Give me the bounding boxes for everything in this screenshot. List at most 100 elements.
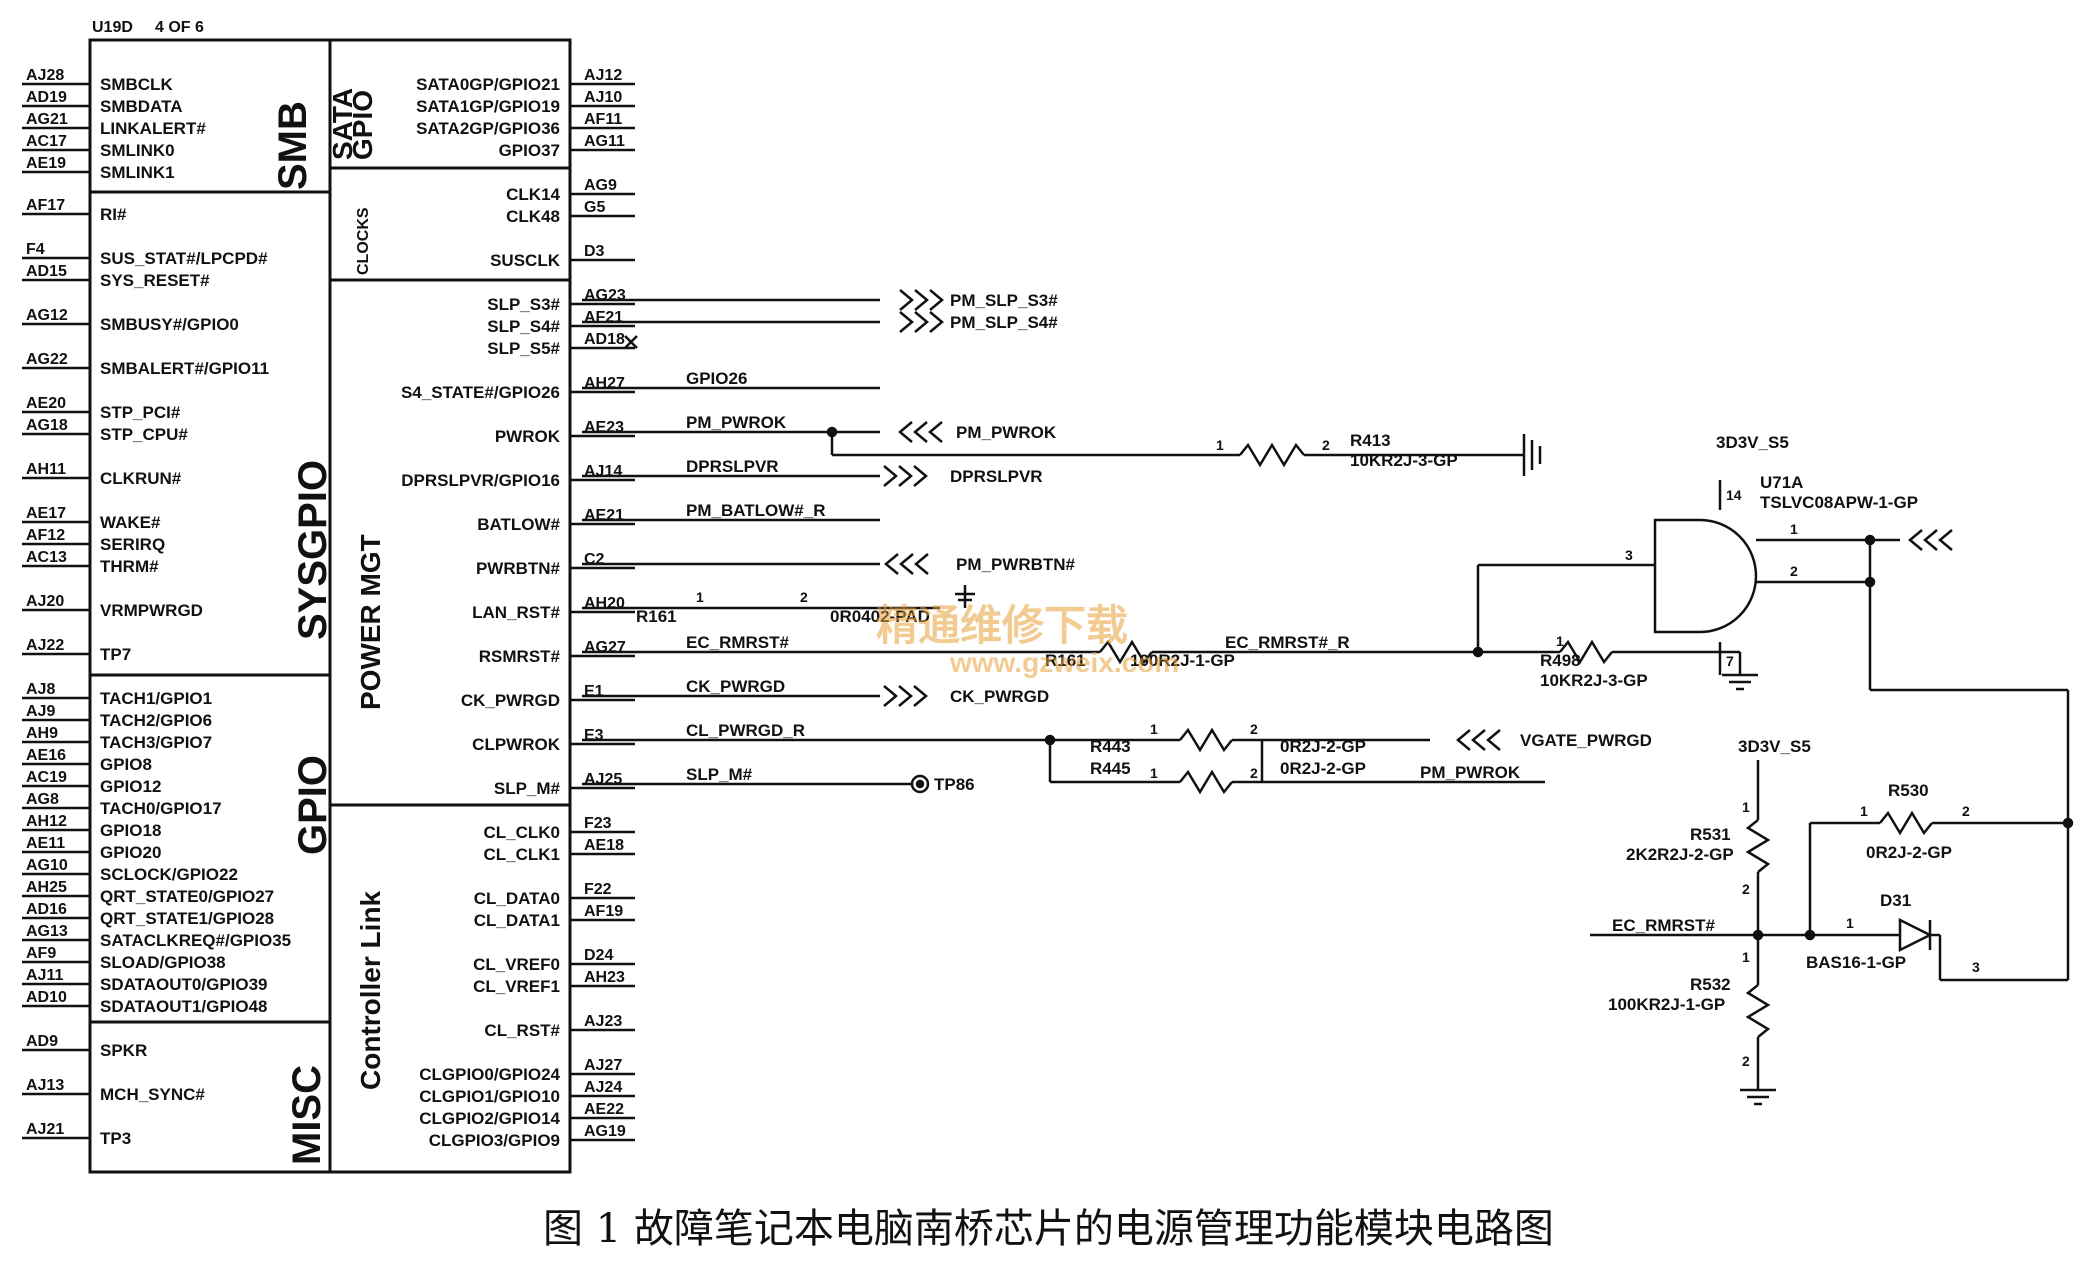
pin-ball: AG9: [584, 177, 617, 194]
pin-ball: AF17: [26, 197, 65, 214]
d31-ref: D31: [1880, 891, 1911, 910]
r443-value: 0R2J-2-GP: [1280, 737, 1366, 756]
pin-name: CLGPIO1/GPIO10: [419, 1087, 560, 1106]
d31-pin3: 3: [1972, 959, 1980, 975]
r530-ref: R530: [1888, 781, 1929, 800]
r445-value: 0R2J-2-GP: [1280, 759, 1366, 778]
pin-ball: E1: [584, 683, 604, 700]
r161-pin1: 1: [696, 589, 704, 605]
pin-ball: D24: [584, 947, 613, 964]
pin-ball: AJ24: [584, 1079, 622, 1096]
pin-name: SLP_S5#: [487, 339, 560, 358]
u71a-pin1: 1: [1790, 521, 1798, 537]
pin-name: CL_VREF1: [473, 977, 560, 996]
pin-ball: AG22: [26, 351, 68, 368]
pin-name: LINKALERT#: [100, 119, 206, 138]
r161-value: 0R0402-PAD: [830, 607, 930, 626]
pin-ball: AJ12: [584, 67, 622, 84]
pin-ball: AJ20: [26, 593, 64, 610]
pin-name: TP7: [100, 645, 131, 664]
net-cl-pwrgd-r: CL_PWRGD_R: [686, 721, 805, 740]
r413-pin2: 2: [1322, 437, 1330, 453]
net-pm-pwrok-c: PM_PWROK: [1420, 763, 1521, 782]
r532-pin1: 1: [1742, 949, 1750, 965]
right-pin: LAN_RST#AH20: [472, 595, 635, 622]
section-sata-gpio: GPIO: [347, 90, 378, 160]
pin-ball: AJ11: [26, 967, 63, 984]
u71a-pin14: 14: [1726, 487, 1742, 503]
pin-ball: AH9: [26, 725, 58, 742]
net-dprslpvr-a: DPRSLPVR: [686, 457, 779, 476]
r531-value: 2K2R2J-2-GP: [1626, 845, 1734, 864]
pin-ball: AG19: [584, 1123, 626, 1140]
pin-ball: AC19: [26, 769, 67, 786]
pin-ball: AF12: [26, 527, 65, 544]
pin-name: SATA0GP/GPIO21: [416, 75, 560, 94]
pin-ball: AC13: [26, 549, 67, 566]
section-sata: SATA: [327, 88, 358, 160]
pin-ball: AD10: [26, 989, 67, 1006]
net-pm-pwrbtn: PM_PWRBTN#: [956, 555, 1076, 574]
pin-name: SATACLKREQ#/GPIO35: [100, 931, 291, 950]
net-pm-slp-s4: PM_SLP_S4#: [950, 313, 1058, 332]
pin-ball: AD19: [26, 89, 67, 106]
u71a-ref: U71A: [1760, 473, 1803, 492]
r530-pin2: 2: [1962, 803, 1970, 819]
pin-ball: AE20: [26, 395, 66, 412]
r531-pin2: 2: [1742, 881, 1750, 897]
pin-name: CL_VREF0: [473, 955, 560, 974]
pin-ball: AD18: [584, 331, 625, 348]
pin-name: PWRBTN#: [476, 559, 561, 578]
pin-name: CL_CLK0: [483, 823, 560, 842]
pin-name: SMBUSY#/GPIO0: [100, 315, 239, 334]
pin-name: SERIRQ: [100, 535, 165, 554]
pin-ball: AE16: [26, 747, 66, 764]
pin-name: WAKE#: [100, 513, 161, 532]
pin-ball: AE22: [584, 1101, 624, 1118]
pin-ball: AJ14: [584, 463, 622, 480]
pin-ball: AH12: [26, 813, 67, 830]
pin-ball: AG27: [584, 639, 626, 656]
net-pm-batlow-r: PM_BATLOW#_R: [686, 501, 825, 520]
pin-name: SLP_M#: [494, 779, 561, 798]
pin-name: TACH3/GPIO7: [100, 733, 212, 752]
net-gpio26: GPIO26: [686, 369, 747, 388]
d31-pin1: 1: [1846, 915, 1854, 931]
pin-ball: F4: [26, 241, 45, 258]
r498-pin1: 1: [1556, 633, 1564, 649]
section-power-mgt: POWER MGT: [355, 534, 386, 710]
pin-name: SMBALERT#/GPIO11: [100, 359, 269, 378]
pin-ball: AE18: [584, 837, 624, 854]
right-pin: CL_VREF0 D24: [473, 947, 635, 974]
chip-ref: U19D: [92, 19, 133, 36]
pin-ball: F22: [584, 881, 612, 898]
pin-name: CLK48: [506, 207, 560, 226]
right-pin: CL_RST#AJ23: [484, 1013, 635, 1040]
net-vgate-pwrgd: VGATE_PWRGD: [1520, 731, 1652, 750]
pin-ball: AF11: [584, 111, 622, 128]
pin-ball: AJ8: [26, 681, 55, 698]
pin-name: S4_STATE#/GPIO26: [401, 383, 560, 402]
pin-ball: AG23: [584, 287, 626, 304]
u71a-pin3: 3: [1625, 547, 1633, 563]
